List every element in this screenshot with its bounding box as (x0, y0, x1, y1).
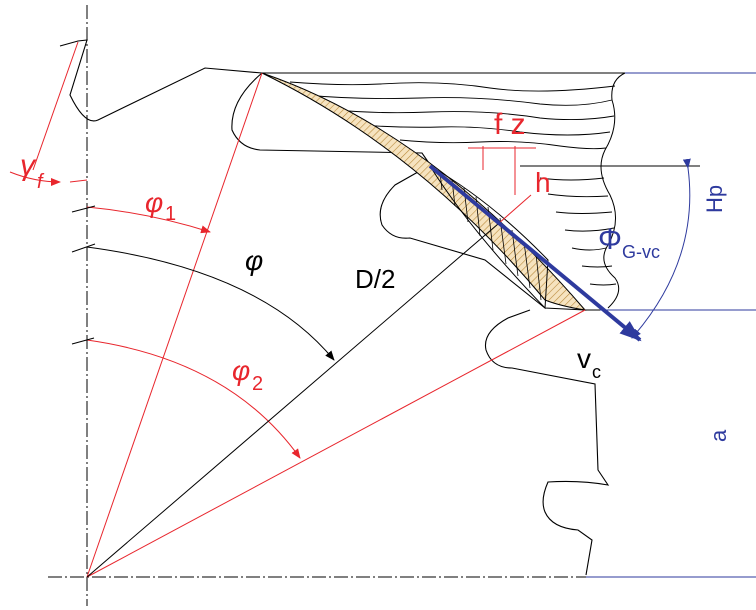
cutter-outline (59, 39, 610, 576)
chip-lines (289, 81, 617, 286)
red-construction-lines (9, 41, 586, 578)
fz-label: f z (494, 108, 526, 141)
h-label: h (535, 167, 551, 198)
phi-g-vc-sub-label: G-vc (622, 242, 660, 262)
a-label: a (706, 429, 731, 442)
phi2-sub-label: 2 (252, 373, 263, 395)
labels: γ f φ 1 φ φ 2 D/2 f z h Φ G-vc v c Hp a (20, 108, 731, 442)
phi-g-vc-label: Φ (598, 223, 622, 256)
gamma-label: γ (20, 149, 37, 182)
blue-vectors (428, 158, 691, 342)
d-half-label: D/2 (355, 264, 395, 294)
workpiece (262, 72, 756, 578)
phi-label: φ (245, 245, 263, 276)
vc-sub-label: c (592, 362, 601, 382)
gamma-sub-label: f (37, 171, 45, 193)
vc-label: v (577, 343, 591, 374)
hp-label: Hp (702, 185, 727, 213)
black-construction (71, 223, 499, 578)
phi1-label: φ (145, 187, 163, 218)
center-lines (48, 5, 756, 606)
phi1-sub-label: 1 (165, 203, 176, 225)
phi2-label: φ (232, 355, 250, 386)
